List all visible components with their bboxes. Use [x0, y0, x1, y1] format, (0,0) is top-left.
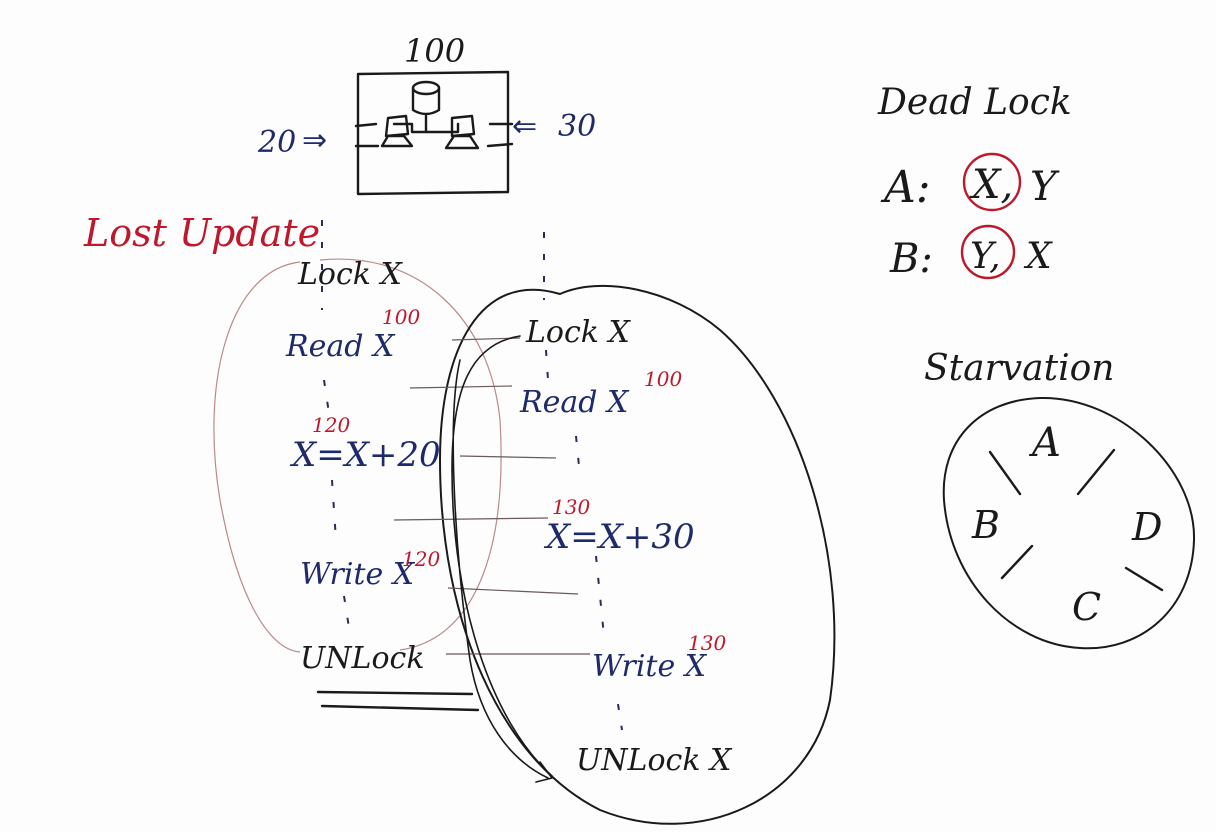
t1-write-x: Write X [300, 557, 416, 592]
interleave-lines [393, 337, 590, 655]
t2-compute: X=X+30 [543, 517, 695, 557]
resource-total-label: 100 [404, 32, 465, 70]
t1-unlock: UNLock [300, 641, 425, 676]
right-input-value: 30 [558, 109, 596, 144]
starvation-dividers [988, 448, 1164, 592]
deadlock-row-a-held: X, [969, 162, 1013, 208]
deadlock-row-b-held: Y, [970, 236, 1001, 277]
left-input-value: 20 [257, 125, 296, 160]
starvation-label-d: D [1131, 505, 1162, 549]
deadlock-row-a-label: A: [880, 162, 931, 213]
t1-lock-x: Lock X [297, 257, 404, 292]
deadlock-row-b-wait: X [1023, 236, 1053, 277]
left-input-arrow: ⇒ [302, 123, 327, 158]
starvation-table [942, 396, 1196, 650]
t2-compute-value: 130 [552, 495, 590, 519]
resource-diagram: 100 20 ⇒ ⇐ 30 [257, 32, 596, 196]
deferred-arrow [451, 335, 553, 779]
transaction-1-timeline [321, 220, 351, 635]
t2-read-x: Read X [519, 385, 630, 420]
lost-update-title: Lost Update [83, 211, 320, 255]
t2-unlock-x: UNLock X [576, 743, 733, 778]
t2-read-value: 100 [644, 367, 682, 391]
t1-read-value: 100 [382, 305, 420, 329]
deadlock-title: Dead Lock [877, 82, 1072, 123]
starvation-label-b: B [971, 503, 1000, 547]
t1-compute: X=X+20 [289, 435, 441, 475]
starvation-label-a: A [1028, 420, 1061, 466]
transaction-1-outline [213, 258, 502, 653]
t1-write-value: 120 [402, 547, 440, 571]
left-computer-icon [380, 114, 414, 148]
lost-update-section: Lost Update Lock X Read X 100 X=X+20 120… [83, 211, 836, 825]
starvation-section: Starvation A B D C [924, 348, 1196, 650]
transaction-2-outline [439, 284, 836, 825]
t2-lock-x: Lock X [525, 315, 632, 350]
starvation-title: Starvation [924, 348, 1114, 389]
deadlock-row-b-held-circle [960, 224, 1016, 280]
starvation-label-c: C [1072, 585, 1101, 629]
t2-write-x: Write X [592, 649, 708, 684]
t1-underline [316, 690, 480, 712]
resource-box [356, 70, 510, 196]
right-computer-icon [444, 114, 480, 150]
t1-compute-value: 120 [312, 413, 350, 437]
database-icon [411, 80, 441, 116]
deadlock-section: Dead Lock A: X, Y B: Y, X [877, 82, 1072, 282]
right-input-arrow: ⇐ [512, 109, 537, 144]
t2-write-value: 130 [688, 631, 726, 655]
deadlock-row-b-label: B: [889, 236, 933, 282]
deadlock-row-a-wait: Y [1030, 164, 1060, 210]
t1-read-x: Read X [285, 329, 396, 364]
deadlock-row-a-held-circle [962, 152, 1022, 212]
